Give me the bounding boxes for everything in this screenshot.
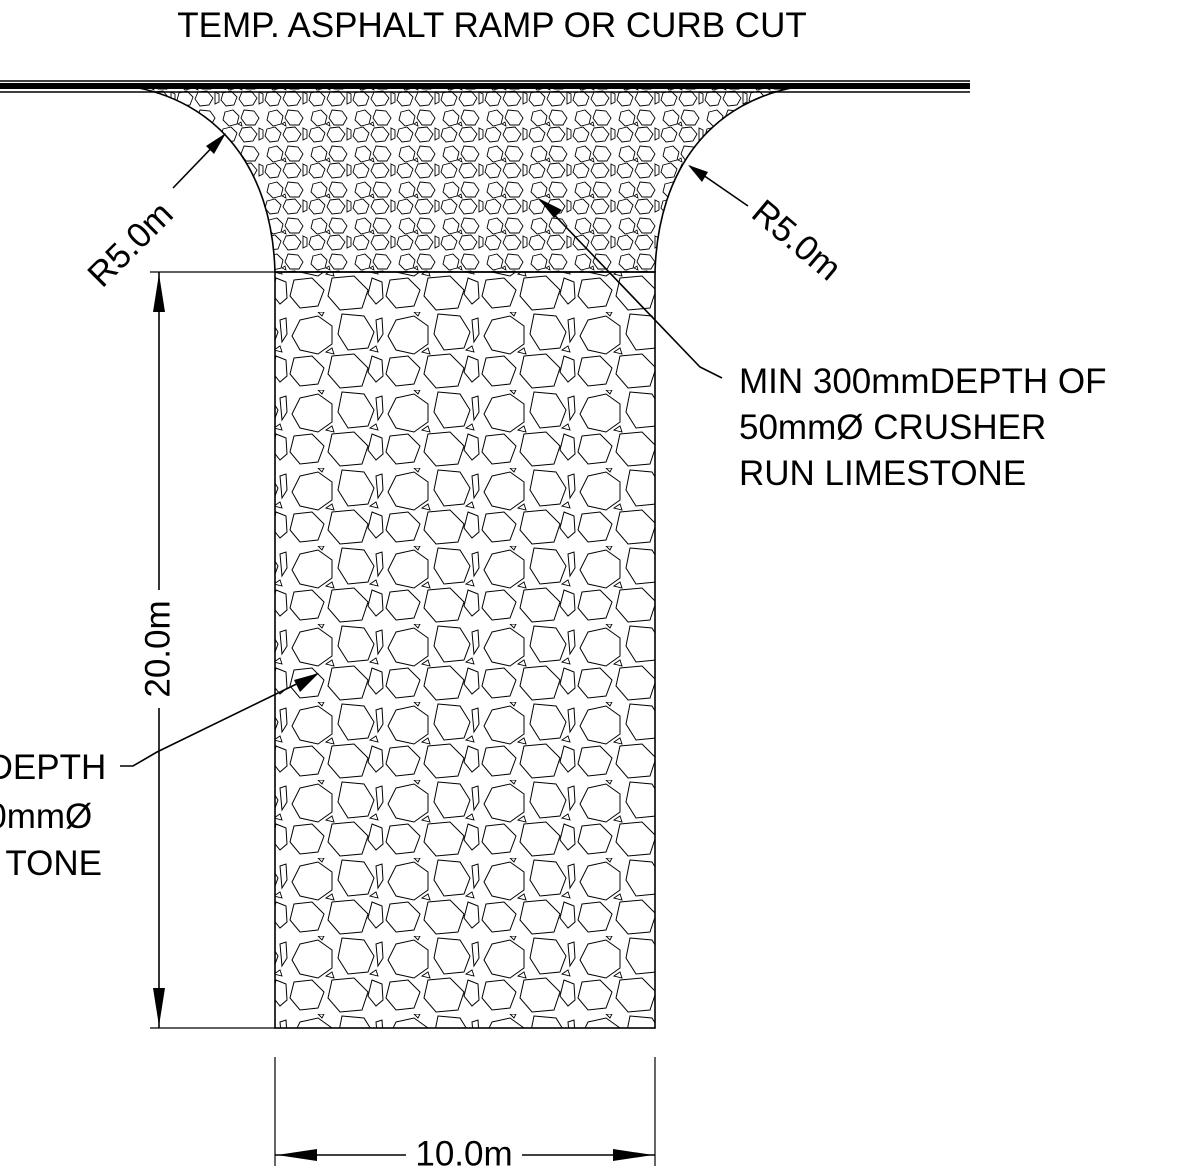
width-dimension: 10.0m (274, 1057, 656, 1173)
radius-left-dimension: R5.0m (80, 133, 226, 295)
top-layer-note: MIN 300mmDEPTH OF 50mmØ CRUSHER RUN LIME… (739, 362, 1116, 493)
top-layer-note-line-3: RUN LIMESTONE (739, 454, 1026, 493)
top-layer-note-line-2: 50mmØ CRUSHER (739, 408, 1046, 447)
main-layer-note-line-1: DEPTH (0, 748, 106, 787)
radius-left-label: R5.0m (80, 194, 180, 294)
radius-right-label: R5.0m (744, 192, 848, 288)
width-label: 10.0m (415, 1134, 512, 1173)
drawing-title: TEMP. ASPHALT RAMP OR CURB CUT (177, 6, 807, 45)
main-layer-leader (120, 673, 319, 767)
main-layer-note-line-3: TONE (5, 844, 102, 883)
main-layer-note: DEPTH 0mmØ TONE (0, 748, 116, 883)
ramp-body-layer (274, 271, 656, 1029)
radius-right-dimension: R5.0m (688, 165, 848, 288)
top-layer-leader (538, 198, 723, 379)
main-layer-note-line-2: 0mmØ (0, 797, 92, 836)
length-dimension: 20.0m (138, 271, 275, 1029)
top-layer-note-line-1: MIN 300mmDEPTH OF (739, 362, 1107, 401)
length-label: 20.0m (138, 600, 177, 697)
